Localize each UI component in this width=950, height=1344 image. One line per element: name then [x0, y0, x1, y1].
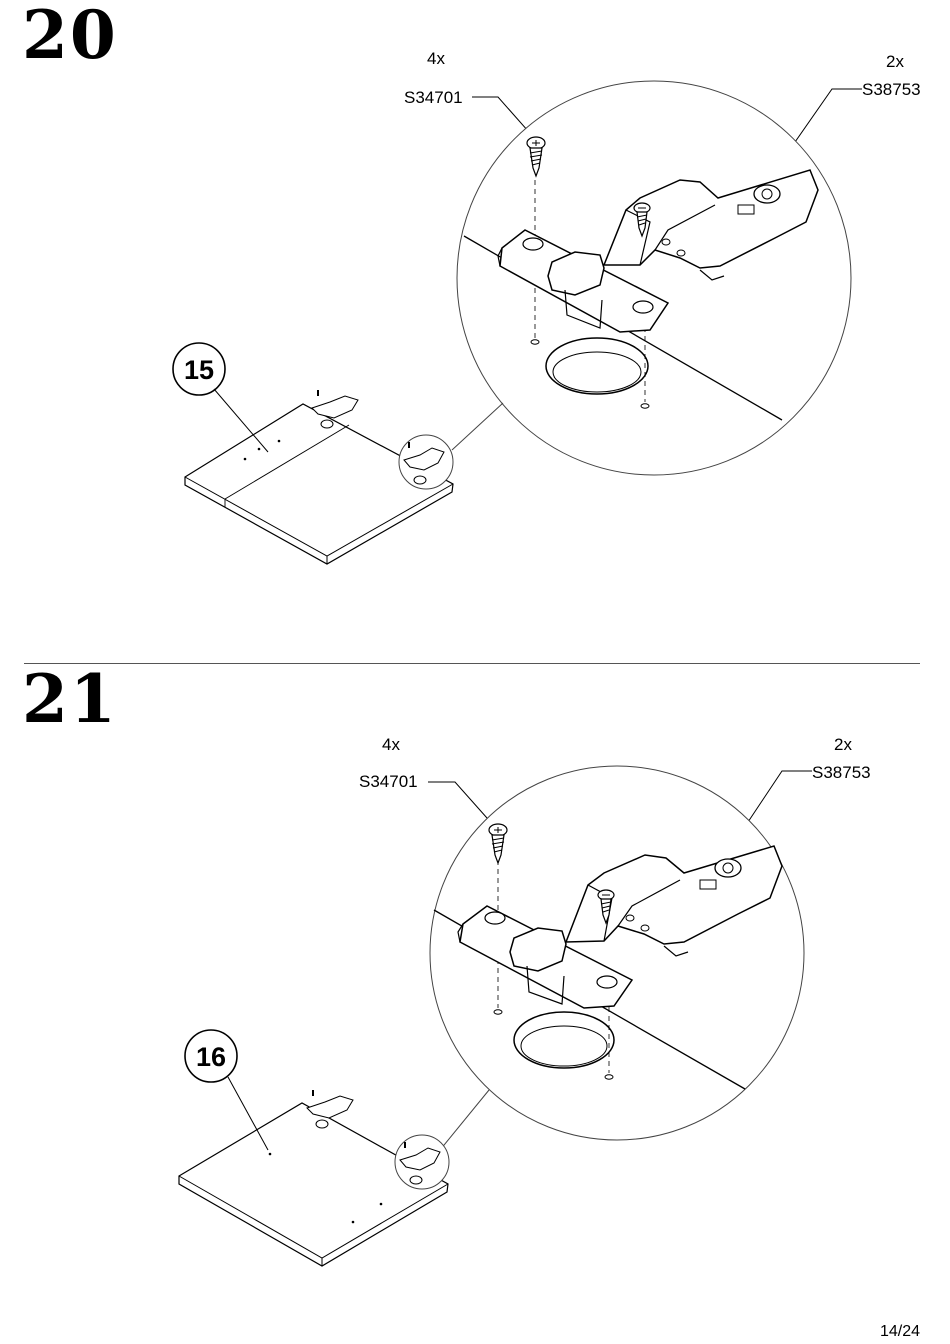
step-21-illustration [0, 664, 950, 1344]
page-number: 14/24 [880, 1323, 920, 1341]
panel-label-15-leader [0, 0, 950, 660]
detail-connector-line [440, 1090, 489, 1150]
svg-text:16: 16 [196, 1042, 226, 1072]
panel-label-16: 16 [182, 1027, 242, 1087]
